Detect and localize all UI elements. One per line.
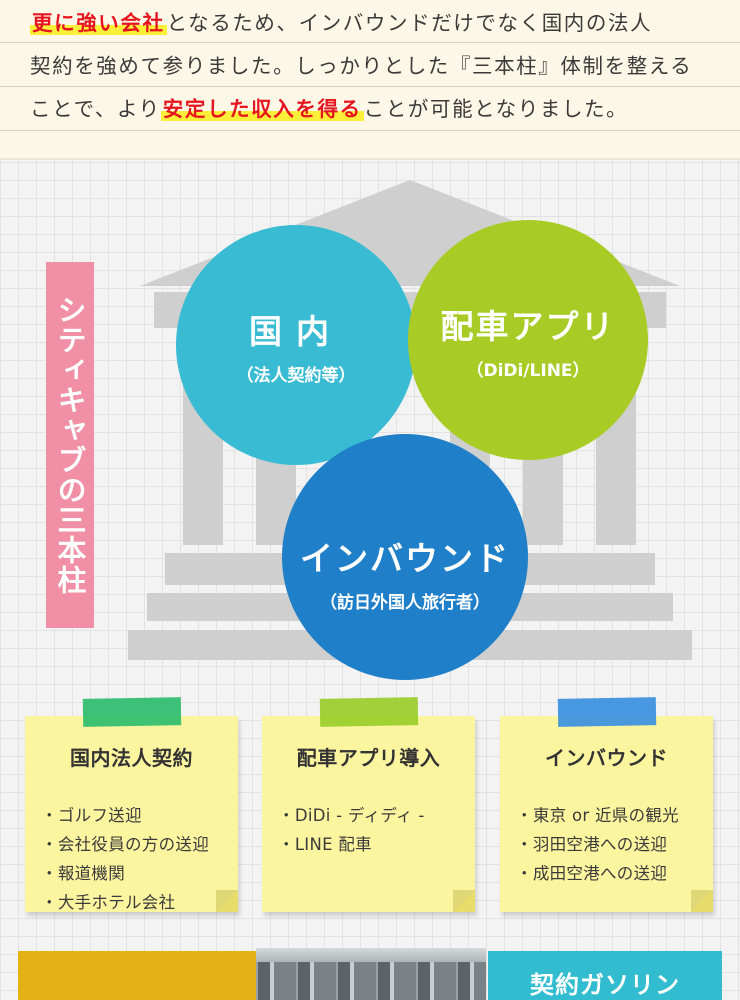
pillar-apps-subtitle: （DiDi/LINE） bbox=[466, 360, 590, 381]
note-domestic-contracts: 国内法人契約 ゴルフ送迎 会社役員の方の送迎 報道機関 大手ホテル会社 bbox=[25, 697, 238, 912]
bottom-yellow-panel bbox=[18, 951, 256, 1000]
building-photo bbox=[256, 948, 486, 1000]
contract-gas-panel: 契約ガソリン bbox=[488, 951, 722, 1000]
note-dispatch-apps: 配車アプリ導入 DiDi - ディディ - LINE 配車 bbox=[262, 697, 475, 912]
three-pillars-label-text: シティキャブの三本柱 bbox=[53, 295, 87, 595]
intro-line3-end: ことが可能となりました。 bbox=[363, 97, 629, 121]
list-item: 大手ホテル会社 bbox=[41, 888, 238, 917]
note-title: インバウンド bbox=[545, 746, 668, 770]
pillar-inbound-title: インバウンド bbox=[300, 538, 510, 578]
pillar-apps: 配車アプリ （DiDi/LINE） bbox=[408, 220, 648, 460]
list-item: 羽田空港への送迎 bbox=[516, 830, 713, 859]
intro-line3-start: ことで、より bbox=[30, 97, 161, 121]
pillar-inbound-subtitle: （訪日外国人旅行者） bbox=[320, 592, 490, 613]
list-item: 会社役員の方の送迎 bbox=[41, 830, 238, 859]
note-tape-lime bbox=[319, 697, 418, 727]
pillar-domestic: 国内 （法人契約等） bbox=[176, 225, 416, 465]
three-pillars-label: シティキャブの三本柱 bbox=[46, 262, 94, 628]
pillar-domestic-subtitle: （法人契約等） bbox=[236, 365, 356, 386]
intro-line2: 契約を強めて参りました。しっかりとした『三本柱』体制を整える bbox=[30, 54, 693, 78]
note-title: 配車アプリ導入 bbox=[296, 746, 441, 770]
intro-text: 更に強い会社となるため、インバウンドだけでなく国内の法人 契約を強めて参りました… bbox=[30, 2, 740, 131]
note-list: 東京 or 近県の観光 羽田空港への送迎 成田空港への送迎 bbox=[516, 801, 713, 888]
note-title: 国内法人契約 bbox=[70, 746, 193, 770]
intro-note: 更に強い会社となるため、インバウンドだけでなく国内の法人 契約を強めて参りました… bbox=[0, 0, 740, 158]
bottom-section: 契約ガソリン bbox=[0, 948, 740, 1000]
list-item: 報道機関 bbox=[41, 859, 238, 888]
list-item: 東京 or 近県の観光 bbox=[516, 801, 713, 830]
list-item: DiDi - ディディ - bbox=[278, 801, 475, 830]
intro-line1: となるため、インバウンドだけでなく国内の法人 bbox=[166, 11, 653, 35]
note-tape-blue bbox=[557, 697, 656, 727]
pillar-apps-title: 配車アプリ bbox=[440, 306, 616, 346]
list-item: LINE 配車 bbox=[278, 830, 475, 859]
note-list: ゴルフ送迎 会社役員の方の送迎 報道機関 大手ホテル会社 bbox=[41, 801, 238, 917]
intro-highlight-2: 安定した収入を得る bbox=[160, 97, 364, 121]
note-tape-green bbox=[82, 697, 181, 727]
list-item: 成田空港への送迎 bbox=[516, 859, 713, 888]
pillar-inbound: インバウンド （訪日外国人旅行者） bbox=[282, 434, 528, 680]
contract-gas-label: 契約ガソリン bbox=[530, 971, 680, 999]
pillar-domestic-title: 国内 bbox=[249, 311, 343, 351]
three-pillars-diagram: シティキャブの三本柱 国内 （法人契約等） 配車アプリ （DiDi/LINE） … bbox=[46, 180, 692, 680]
intro-highlight-1: 更に強い会社 bbox=[30, 11, 167, 35]
note-list: DiDi - ディディ - LINE 配車 bbox=[278, 801, 475, 859]
note-inbound: インバウンド 東京 or 近県の観光 羽田空港への送迎 成田空港への送迎 bbox=[500, 697, 713, 912]
list-item: ゴルフ送迎 bbox=[41, 801, 238, 830]
